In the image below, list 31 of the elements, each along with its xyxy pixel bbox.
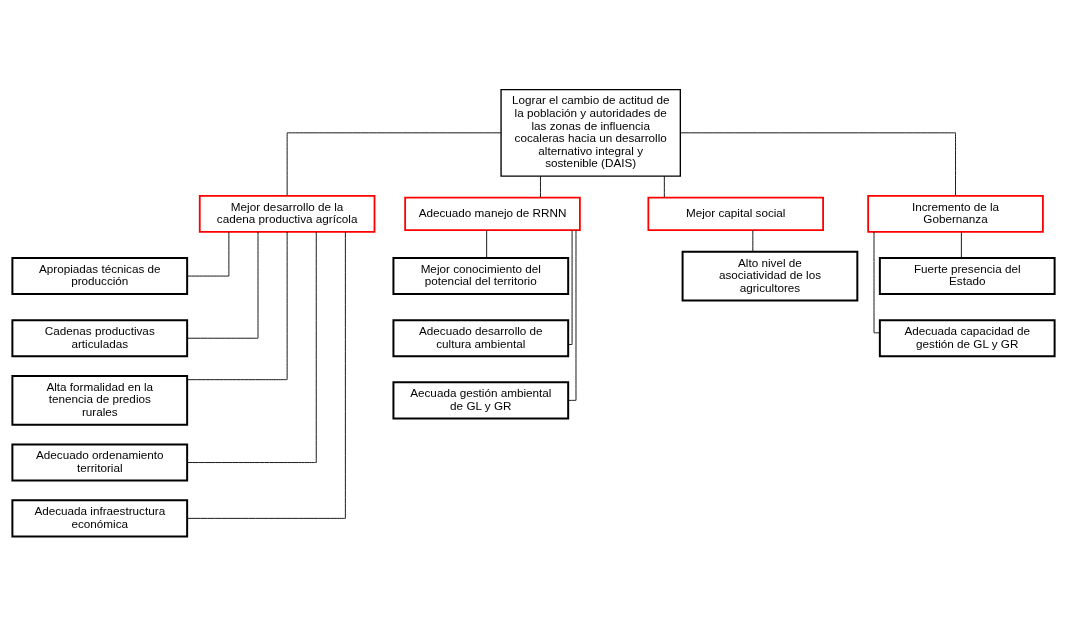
connector [663, 175, 665, 198]
connector [679, 131, 956, 196]
connector [186, 231, 317, 463]
connector [486, 229, 488, 258]
node-box: Alto nivel de asociatividad de los agricultores [681, 250, 859, 301]
connector [186, 231, 346, 519]
node-box: Lograr el cambio de actitud de la población y autoridades de las zonas de influencia cocaleras hacia un desarrollo alternativo integral y sostenible (DAIS) [500, 88, 681, 177]
node-box: Adecuada infraestructura económica [11, 498, 189, 537]
node-box: Mejor desarrollo de la cadena productiva agrícola [198, 194, 376, 233]
connector [186, 231, 259, 339]
connector [186, 231, 230, 276]
node-box: Aecuada gestión ambiental de GL y GR [392, 380, 570, 419]
node-box: Fuerte presencia del Estado [878, 256, 1056, 295]
node-box: Adecuado ordenamiento territorial [11, 443, 189, 482]
node-box: Adecuado desarrollo de cultura ambiental [392, 318, 570, 357]
node-box: Mejor capital social [647, 196, 824, 231]
node-box: Adecuado manejo de RRNN [404, 196, 581, 231]
node-box: Incremento de la Gobernanza [867, 194, 1044, 233]
connector [567, 229, 577, 401]
node-box: Apropiadas técnicas de producción [11, 256, 189, 295]
connector [186, 231, 288, 380]
connector [540, 175, 541, 198]
node-box: Alta formalidad en la tenencia de predios rurales [11, 374, 189, 426]
connector [286, 131, 502, 196]
connector [873, 231, 881, 333]
node-box: Mejor conocimiento del potencial del territorio [392, 256, 570, 295]
node-box: Cadenas productivas articuladas [11, 318, 189, 357]
connector [568, 229, 573, 345]
node-box: Adecuada capacidad de gestión de GL y GR [878, 318, 1056, 357]
connector [752, 229, 754, 252]
connector [960, 231, 962, 258]
